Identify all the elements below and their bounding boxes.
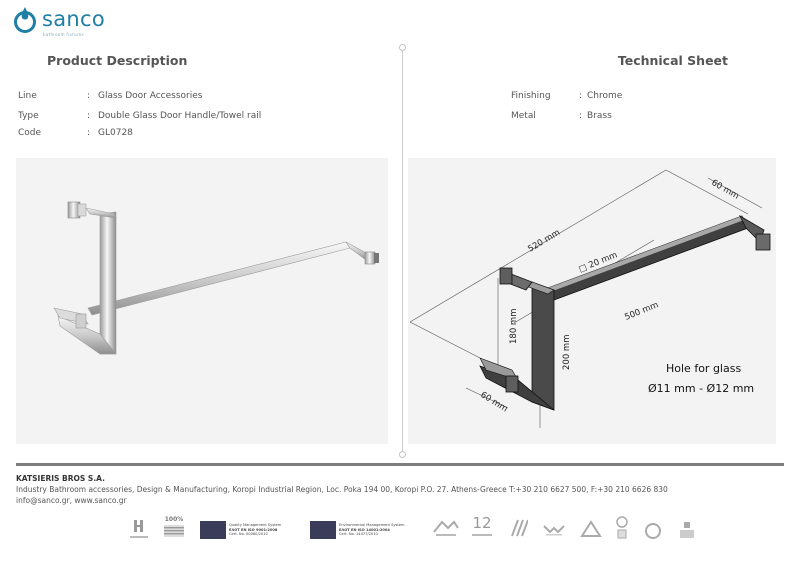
nano-logo-icon [676, 520, 698, 550]
iso-14001-line3: Cert. No. 14477/2010 [339, 532, 378, 537]
spec-colon: : [579, 111, 583, 121]
greece-badge-text: 100% [164, 516, 184, 523]
spec-label: Line [18, 91, 37, 101]
spec-label: Metal [511, 111, 536, 121]
iso-14001-line2: ΕΛΟΤ EN ISO 14001:2004 [339, 527, 390, 532]
hole-for-glass-title: Hole for glass [666, 362, 741, 375]
iso-9001-badge: Quality Management System ΕΛΟΤ EN ISO 90… [200, 520, 281, 540]
iso-9001-line2: ΕΛΟΤ EN ISO 9001:2008 [229, 527, 278, 532]
wave-logo-icon [542, 522, 566, 552]
spec-label: Code [18, 128, 42, 138]
spec-row-type: Type : Double Glass Door Handle/Towel ra… [18, 111, 261, 121]
dim-520-label: 520 mm [526, 228, 562, 255]
spec-label: Finishing [511, 91, 551, 101]
handle-towel-rail-render [53, 201, 379, 355]
iso-14001-logo-icon [310, 521, 336, 539]
spec-value: Glass Door Accessories [98, 91, 203, 101]
greek-flag-icon [164, 525, 184, 537]
technical-drawing: 520 mm 60 mm □ 20 mm 500 mm 180 mm 200 m… [408, 158, 776, 444]
stripes-logo-icon [508, 518, 528, 548]
dim-200-label: 200 mm [562, 335, 572, 371]
iso-9001-line3: Cert. No. 00080/2010 [229, 532, 268, 537]
spec-colon: : [87, 111, 91, 121]
circle-award-icon [644, 522, 662, 552]
company-address: Industry Bathroom accessories, Design & … [16, 485, 668, 494]
spec-value: Double Glass Door Handle/Towel rail [98, 111, 262, 121]
company-name: KATSIERIS BROS S.A. [16, 474, 105, 483]
divider-bottom-dot [399, 451, 406, 458]
spec-colon: : [579, 91, 583, 101]
spec-label: Type [18, 111, 39, 121]
dim-60-top-label: 60 mm [710, 178, 741, 202]
iso-14001-badge: Environmental Management System ΕΛΟΤ EN … [310, 520, 405, 540]
spec-value: GL0728 [98, 128, 133, 138]
spec-row-metal: Metal : Brass [511, 111, 612, 121]
dim-60-bottom-label: 60 mm [478, 390, 509, 414]
made-in-greece-badge: 100% [162, 516, 186, 546]
brand-tagline: bathroom fixtures [43, 32, 84, 37]
certification-logos: 100% Quality Management System ΕΛΟΤ EN I… [128, 514, 708, 548]
hole-for-glass-size: Ø11 mm - Ø12 mm [648, 382, 754, 395]
column-divider [402, 48, 403, 455]
iso-9001-logo-icon [200, 521, 226, 539]
technical-sheet-title: Technical Sheet [617, 53, 728, 68]
sanco-logo: sanco bathroom fixtures [12, 6, 112, 37]
divider-top-dot [399, 44, 406, 51]
spec-value: Chrome [587, 91, 623, 101]
spec-value: Brass [587, 111, 612, 121]
spec-colon: : [87, 128, 91, 138]
footer-rule [16, 463, 784, 466]
hotels-badge-icon [128, 518, 150, 548]
water-drop-icon [14, 7, 36, 33]
iso-14001-line1: Environmental Management System [339, 523, 405, 528]
brand-name: sanco [42, 7, 106, 31]
spec-row-code: Code : GL0728 [18, 128, 133, 138]
warranty-years-text: 12 [472, 514, 492, 532]
dim-180-label: 180 mm [509, 309, 519, 345]
dim-500-label: 500 mm [623, 300, 660, 323]
dimension-drawing: 520 mm 60 mm □ 20 mm 500 mm 180 mm 200 m… [409, 169, 771, 428]
iso-9001-line1: Quality Management System [229, 523, 282, 528]
recycle-logo-icon [580, 520, 602, 550]
light-award-icon [612, 514, 632, 544]
spec-row-line: Line : Glass Door Accessories [18, 91, 202, 101]
roof-association-icon [432, 518, 460, 548]
spec-colon: : [87, 91, 91, 101]
spec-row-finishing: Finishing : Chrome [511, 91, 622, 101]
product-description-title: Product Description [47, 53, 188, 68]
warranty-years-badge: 12 [472, 514, 492, 544]
product-photo [16, 158, 388, 444]
company-contact: info@sanco.gr, www.sanco.gr [16, 496, 127, 505]
